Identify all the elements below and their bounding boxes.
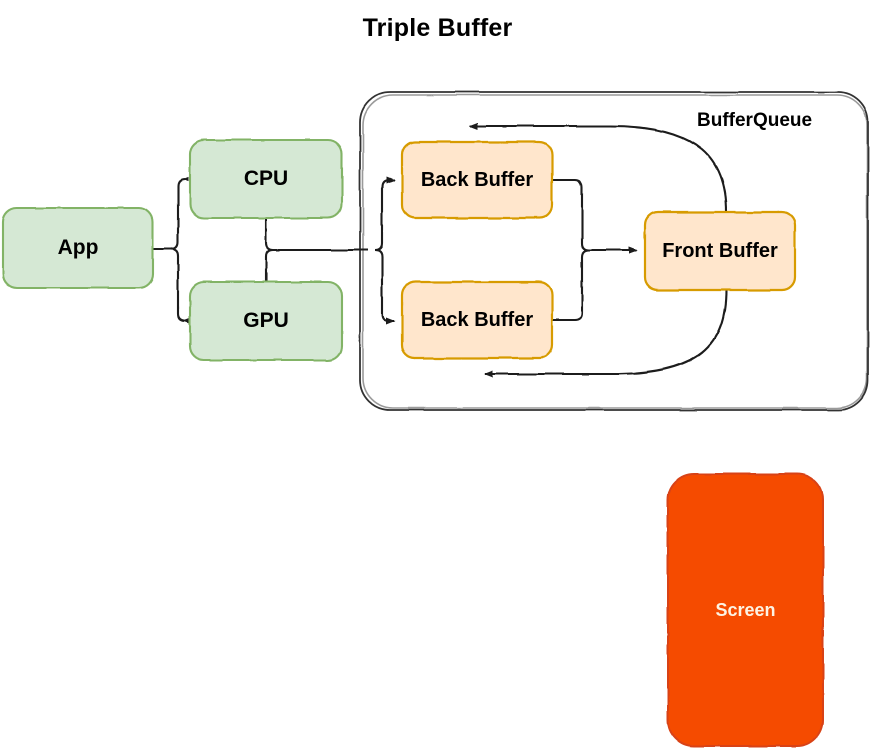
node-label-back-buffer-bottom: Back Buffer: [420, 308, 534, 331]
edge-app-to-gpu: [153, 247, 192, 325]
node-label-front-buffer: Front Buffer: [662, 239, 778, 262]
edge-app-to-cpu: [153, 175, 192, 251]
edge-front-to-back-bottom-feedback: [484, 289, 728, 378]
node-shape-cpu[interactable]: [188, 138, 344, 220]
node-label-gpu: GPU: [243, 309, 289, 332]
edge-back-top-to-front: [552, 178, 638, 254]
node-shape-app[interactable]: [1, 206, 155, 290]
edge-back-bottom-to-front: [552, 246, 638, 322]
node-shape-screen[interactable]: [667, 473, 824, 747]
node-shape-front-buffer[interactable]: [643, 210, 797, 292]
edge-front-to-back-top-feedback: [469, 122, 728, 213]
edge-cpu-gpu-merge: [264, 218, 560, 282]
page-title: Triple Buffer: [362, 14, 513, 42]
node-shape-back-buffer-top[interactable]: [400, 140, 554, 220]
node-label-cpu: CPU: [243, 167, 289, 190]
node-shape-gpu[interactable]: [188, 280, 344, 362]
node-label-screen: Screen: [715, 599, 776, 620]
node-label-back-buffer-top: Back Buffer: [420, 168, 534, 191]
edge-split-to-back-buffers: [374, 176, 395, 325]
node-shape-back-buffer-bottom[interactable]: [400, 280, 554, 360]
node-label-app: App: [57, 236, 99, 259]
bufferqueue-container: [359, 91, 869, 411]
bufferqueue-label: BufferQueue: [697, 110, 813, 131]
